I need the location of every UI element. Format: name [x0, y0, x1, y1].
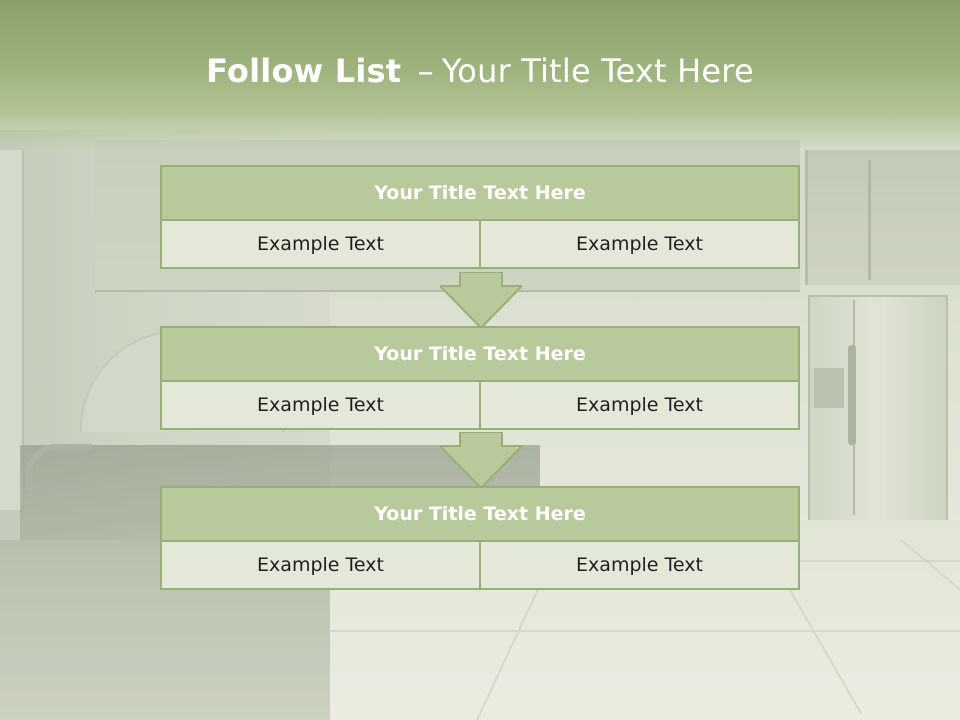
flow-step-2: Your Title Text Here Example Text Exampl… [160, 326, 800, 430]
step-title: Your Title Text Here [160, 326, 800, 382]
background-cabinet-divider [868, 160, 871, 280]
step-row: Example Text Example Text [160, 219, 800, 269]
flow-step-3: Your Title Text Here Example Text Exampl… [160, 486, 800, 590]
background-fridge-dispenser [814, 368, 844, 408]
step-cell-right: Example Text [479, 219, 800, 269]
step-row: Example Text Example Text [160, 380, 800, 430]
background-faucet [26, 444, 92, 490]
background-tile-line [330, 630, 960, 632]
slide-title-separator: – [417, 52, 434, 90]
step-cell-left: Example Text [160, 540, 481, 590]
step-cell-right: Example Text [479, 540, 800, 590]
step-cell-right: Example Text [479, 380, 800, 430]
step-title: Your Title Text Here [160, 165, 800, 221]
step-title: Your Title Text Here [160, 486, 800, 542]
header-band [0, 0, 960, 150]
step-cell-left: Example Text [160, 219, 481, 269]
step-cell-left: Example Text [160, 380, 481, 430]
step-row: Example Text Example Text [160, 540, 800, 590]
background-fridge-handle [848, 345, 856, 445]
slide-title-rest: Your Title Text Here [441, 52, 754, 90]
background-right-cabinet [805, 150, 960, 285]
down-arrow-icon [440, 272, 522, 330]
slide-title-bold: Follow List [206, 52, 402, 90]
flow-step-1: Your Title Text Here Example Text Exampl… [160, 165, 800, 269]
down-arrow-icon [440, 432, 522, 490]
background-refrigerator [808, 295, 948, 524]
slide-title: Follow List –Your Title Text Here [0, 52, 960, 90]
